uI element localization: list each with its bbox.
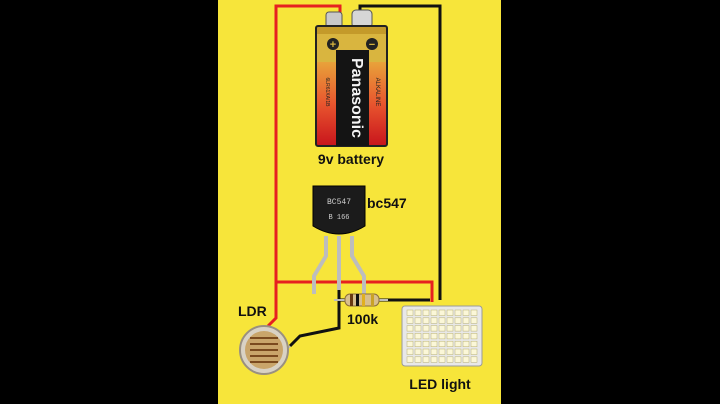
led-chip [422, 325, 430, 332]
led-chip [462, 317, 470, 324]
black-wire-ldr [288, 300, 341, 348]
led-chip [446, 317, 454, 324]
battery-positive-mark: + [330, 39, 336, 51]
resistor [334, 293, 388, 307]
battery-brand: Panasonic [348, 58, 365, 138]
led-chip [438, 333, 446, 340]
led-chip [406, 356, 414, 363]
led-chip [414, 348, 422, 355]
led-chip [422, 348, 430, 355]
led-chip [470, 317, 478, 324]
led-chip [462, 333, 470, 340]
led-chip [430, 317, 438, 324]
led-chip [462, 309, 470, 316]
led-chip [446, 356, 454, 363]
led-chip [438, 340, 446, 347]
led-chip [454, 333, 462, 340]
led-chip [454, 317, 462, 324]
led-chip [470, 348, 478, 355]
resistor-label: 100k [347, 311, 378, 327]
led-chip [462, 340, 470, 347]
ldr-label: LDR [238, 303, 267, 319]
led-chip [470, 340, 478, 347]
led-chip [438, 348, 446, 355]
led-chip [446, 340, 454, 347]
battery-brand-band [336, 50, 369, 146]
led-chip [430, 348, 438, 355]
led-chip [438, 325, 446, 332]
led-chip [406, 309, 414, 316]
led-chip [430, 333, 438, 340]
battery-line2: 6LR61XA/1B [324, 78, 330, 108]
red-wire-positive-rail [274, 4, 434, 302]
led-chip [430, 325, 438, 332]
led-chip [430, 340, 438, 347]
led-chip [430, 309, 438, 316]
transistor-marking-1: BC547 [327, 198, 351, 207]
led-chip [470, 309, 478, 316]
led-chip [406, 333, 414, 340]
led-chip [414, 317, 422, 324]
led-chip [422, 333, 430, 340]
led-chip [462, 348, 470, 355]
led-chip [414, 340, 422, 347]
led-chip [422, 356, 430, 363]
led-chip [462, 325, 470, 332]
led-chip [454, 356, 462, 363]
battery-negative-mark: − [369, 39, 375, 51]
led-grid [406, 309, 478, 363]
led-chip [462, 356, 470, 363]
led-chip [470, 356, 478, 363]
battery-line1: ALKALINE [374, 78, 380, 107]
led-chip [414, 356, 422, 363]
led-chip [470, 325, 478, 332]
led-panel [401, 305, 483, 367]
led-chip [446, 325, 454, 332]
led-label: LED light [409, 376, 471, 392]
led-chip [422, 317, 430, 324]
led-chip [414, 309, 422, 316]
ldr [239, 325, 291, 375]
led-chip [446, 333, 454, 340]
transistor-marking-2: B 166 [328, 214, 349, 222]
transistor: BC547 B 166 [312, 185, 366, 294]
led-chip [406, 340, 414, 347]
battery: Panasonic ALKALINE 6LR61XA/1B + − [315, 9, 388, 147]
transistor-label: bc547 [367, 195, 407, 211]
led-chip [470, 333, 478, 340]
led-chip [406, 325, 414, 332]
led-chip [422, 340, 430, 347]
led-chip [454, 340, 462, 347]
led-chip [446, 348, 454, 355]
led-chip [414, 333, 422, 340]
led-chip [446, 309, 454, 316]
battery-label: 9v battery [318, 151, 384, 167]
led-chip [414, 325, 422, 332]
led-chip [438, 309, 446, 316]
led-chip [454, 309, 462, 316]
red-wire-ldr [266, 282, 278, 328]
led-chip [454, 325, 462, 332]
led-chip [422, 309, 430, 316]
led-chip [438, 356, 446, 363]
led-chip [438, 317, 446, 324]
led-chip [454, 348, 462, 355]
led-chip [430, 356, 438, 363]
led-chip [406, 348, 414, 355]
led-chip [406, 317, 414, 324]
